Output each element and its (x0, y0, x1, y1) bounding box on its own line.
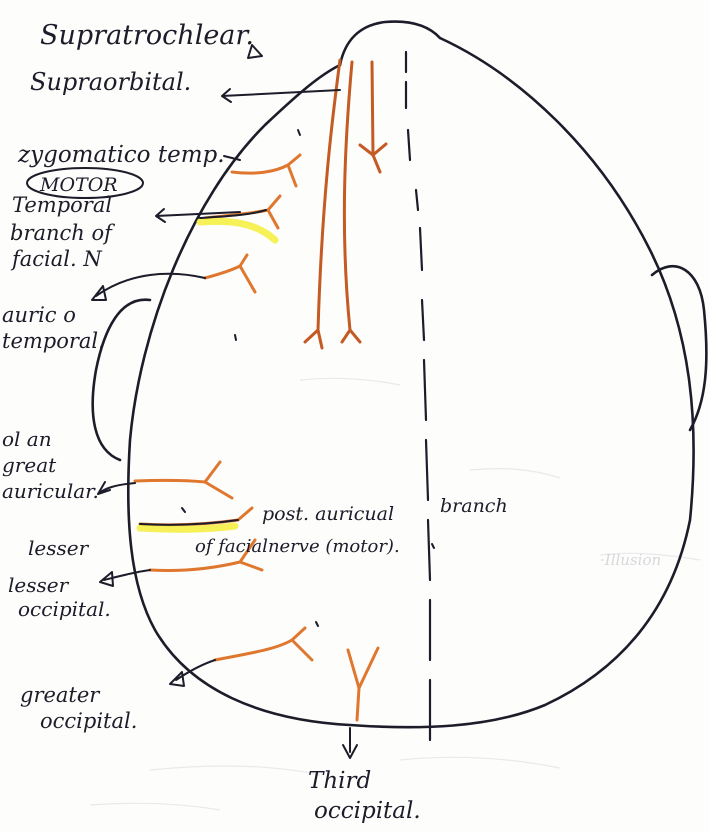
auriculotemporal-nerve (205, 255, 255, 292)
third-occipital-nerve (348, 648, 378, 720)
supraorbital-nerve-left (318, 60, 340, 330)
page-bleed-through (90, 378, 700, 810)
label-great-aur-2: great (2, 453, 57, 477)
post-auricular-branch (140, 508, 252, 525)
label-auriculo-1: auric o (2, 303, 76, 327)
supraorbital-arrow (222, 89, 340, 102)
third-occipital-arrow (343, 728, 357, 758)
label-supraorbital: Supraorbital. (30, 68, 191, 96)
greater-occipital-nerve (215, 628, 312, 660)
label-post-auricular-branch: branch (440, 495, 508, 517)
label-temporal-2: branch of (10, 221, 115, 245)
label-zygomatico-temp: zygomatico temp. (17, 142, 225, 168)
lesser-occipital-arrow (100, 570, 150, 586)
right-ear-outline (652, 266, 706, 430)
supraorbital-fork-left (305, 330, 322, 348)
label-greater-occ-1: greater (20, 683, 101, 707)
label-auriculo-2: temporal. (2, 329, 105, 353)
midline (406, 52, 430, 740)
label-temporal-1: Temporal (12, 193, 112, 217)
head-outline (93, 22, 707, 728)
supratrochlear-nerve (372, 62, 373, 155)
label-greater-occ-2: occipital. (40, 709, 137, 733)
label-post-auricular-1: post. auricual (262, 503, 394, 525)
auriculotemporal-arrow (92, 274, 205, 300)
label-third-occ-2: occipital. (314, 798, 421, 824)
bleed-text: ·Illusion (600, 551, 661, 569)
label-temporal-3: facial. N (10, 247, 102, 271)
label-supratrochlear: Supratrochlear. (40, 20, 254, 51)
label-lesser-occ-1: lesser (28, 536, 90, 560)
supraorbital-nerve-right (344, 62, 352, 330)
label-great-aur-1: ol an (2, 427, 52, 451)
label-post-auricular-2: of facialnerve (motor). (195, 536, 400, 557)
labels: Supratrochlear. Supraorbital. zygomatico… (2, 20, 508, 824)
label-third-occ-1: Third (308, 768, 371, 794)
highlight-post-auricular (140, 526, 235, 529)
highlight-temporal (200, 221, 275, 240)
nose-outline (340, 22, 440, 65)
label-lesser-occ-2: lesser (8, 573, 70, 597)
label-great-aur-3: auricular. (2, 479, 99, 503)
left-ear-outline (93, 300, 150, 460)
label-lesser-occ-3: occipital. (18, 597, 111, 621)
supraorbital-fork-right (342, 330, 360, 342)
zygomaticotemporal-nerve (232, 155, 300, 186)
great-auricular-nerve (135, 462, 232, 498)
